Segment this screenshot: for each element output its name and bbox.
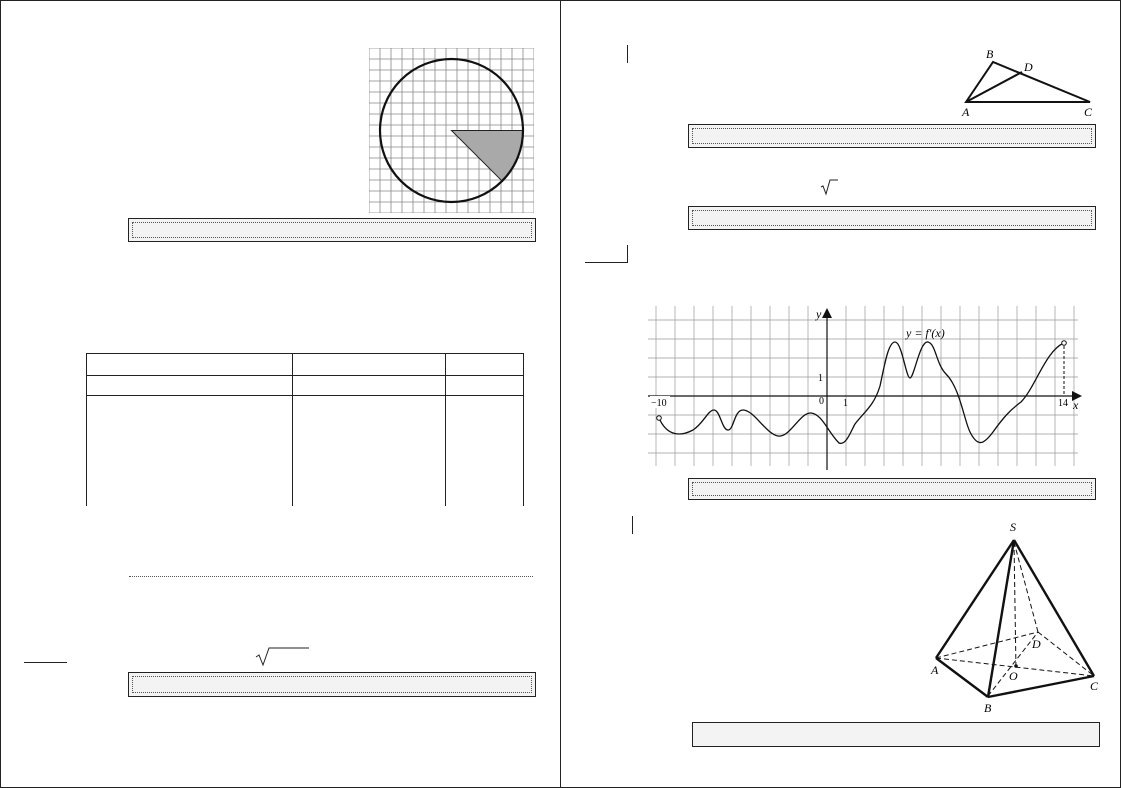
answer-box-5[interactable] <box>688 206 1096 230</box>
triangle-figure: B D A C <box>961 47 1093 119</box>
answer-line-2 <box>129 576 533 577</box>
pyramid-figure: S A B C D O <box>930 520 1099 715</box>
open-endpoint-right <box>1061 340 1067 346</box>
derivative-graph: y x y = f′(x) −10 0 1 1 14 <box>648 306 1082 470</box>
table-row <box>85 395 524 506</box>
tick-one-y: 1 <box>818 373 823 384</box>
vertex-d-label: D <box>1023 60 1033 74</box>
function-label: y = f′(x) <box>905 326 945 340</box>
vertex-c-label: C <box>1090 679 1099 693</box>
function-curve <box>658 341 1065 444</box>
answer-box-7[interactable] <box>692 722 1100 747</box>
point-o <box>1014 664 1018 668</box>
visible-edges <box>934 539 1096 699</box>
margin-mark-2-h <box>585 262 628 263</box>
tick-bg <box>650 396 670 408</box>
open-endpoint-left <box>656 415 662 421</box>
sqrt-sign-1 <box>255 647 309 667</box>
answer-box-6[interactable] <box>688 478 1096 500</box>
graph-grid <box>648 306 1078 466</box>
circle-grid-figure <box>369 48 534 213</box>
vertex-b-label: B <box>984 701 992 715</box>
data-table <box>85 353 524 506</box>
tick-one-x: 1 <box>843 398 848 409</box>
x-axis-arrow <box>1072 391 1082 401</box>
answer-box-4[interactable] <box>688 124 1096 148</box>
vertex-a-label: A <box>930 663 939 677</box>
margin-mark-2-v <box>627 245 628 263</box>
x-axis-label: x <box>1072 398 1079 412</box>
margin-mark-left <box>24 662 67 663</box>
vertex-c-label: C <box>1084 105 1093 119</box>
vertex-o-label: O <box>1009 669 1018 683</box>
answer-box-3[interactable] <box>128 672 536 697</box>
table-row <box>85 375 524 396</box>
page-divider <box>560 0 561 788</box>
circle <box>378 57 525 204</box>
tick-14: 14 <box>1058 398 1068 409</box>
tick-zero: 0 <box>819 396 824 407</box>
vertex-d-label: D <box>1031 637 1041 651</box>
sqrt-sign-2 <box>820 179 838 196</box>
margin-mark-1 <box>627 45 628 63</box>
vertex-b-label: B <box>986 47 994 61</box>
vertex-s-label: S <box>1010 520 1016 534</box>
tick-minus10: −10 <box>651 398 667 409</box>
answer-box-1[interactable] <box>128 218 536 242</box>
vertex-a-label: A <box>961 105 970 119</box>
y-axis-arrow <box>822 308 832 318</box>
margin-mark-3 <box>632 516 633 534</box>
table-row <box>85 353 524 376</box>
hidden-edges <box>935 541 1095 697</box>
y-axis-label: y <box>815 307 822 321</box>
